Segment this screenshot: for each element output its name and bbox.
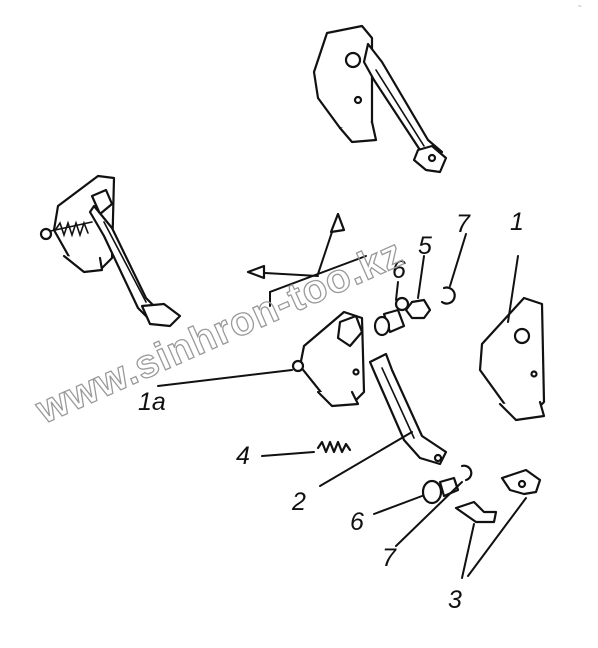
callout-6-top: 6 bbox=[392, 256, 406, 284]
arrow-up-head bbox=[329, 212, 346, 234]
leader-6-bottom bbox=[373, 495, 423, 515]
leader-4 bbox=[261, 451, 315, 457]
callout-7-bottom: 7 bbox=[382, 544, 397, 572]
top-bracket-rivet bbox=[353, 95, 363, 105]
loose-lever-slot bbox=[381, 367, 415, 439]
top-lever-slot bbox=[375, 69, 425, 147]
arrow-stem bbox=[269, 255, 367, 307]
assembly-arrows bbox=[246, 212, 367, 307]
top-lever-pin bbox=[427, 153, 437, 163]
nut-5 bbox=[404, 298, 432, 320]
leader-3a bbox=[461, 523, 475, 579]
callout-3: 3 bbox=[448, 586, 462, 614]
callout-1: 1 bbox=[510, 208, 524, 236]
left-bracket-block bbox=[90, 188, 114, 216]
center-bracket-rivet bbox=[352, 368, 360, 376]
arrow-left-head bbox=[246, 264, 266, 280]
bolt-top-head bbox=[373, 315, 391, 337]
callout-4: 4 bbox=[236, 442, 250, 470]
left-spring-end bbox=[39, 227, 53, 241]
clip-3-left bbox=[454, 500, 498, 524]
right-bracket-foot bbox=[498, 400, 546, 422]
center-bracket-foot bbox=[316, 390, 360, 408]
loose-lever-body bbox=[368, 352, 448, 466]
bolt-bottom-head bbox=[421, 479, 443, 505]
callout-1a: 1a bbox=[138, 388, 166, 416]
washer-top bbox=[394, 296, 410, 312]
spring-4 bbox=[316, 440, 352, 454]
left-lever-slot bbox=[103, 221, 147, 303]
loose-lever-hole bbox=[433, 453, 443, 463]
callout-5: 5 bbox=[418, 232, 432, 260]
leader-1a bbox=[157, 369, 293, 387]
right-bracket-hole bbox=[513, 327, 531, 345]
leader-3b bbox=[467, 497, 527, 577]
hardware bbox=[316, 286, 542, 524]
leader-2 bbox=[319, 431, 413, 487]
top-lever bbox=[362, 42, 444, 162]
left-lever-clip bbox=[140, 302, 182, 328]
leader-7-top bbox=[449, 233, 467, 287]
top-bracket-plate bbox=[312, 24, 374, 134]
callout-7-top: 7 bbox=[456, 210, 471, 238]
clip-7-top bbox=[440, 286, 456, 305]
right-bracket bbox=[478, 296, 546, 422]
leader-5 bbox=[417, 255, 425, 299]
center-bracket-tab bbox=[291, 359, 305, 373]
callout-6-bottom: 6 bbox=[350, 508, 364, 536]
left-bracket-foot bbox=[62, 254, 104, 274]
right-bracket-rivet bbox=[530, 370, 538, 378]
clip-7-bottom bbox=[460, 464, 473, 482]
clip-3-right-hole bbox=[517, 479, 527, 489]
loose-lever bbox=[368, 352, 448, 466]
callouts: 1 1a 2 3 4 5 6 6 7 7 bbox=[138, 208, 524, 614]
top-bracket-hole bbox=[344, 51, 362, 69]
right-bracket-plate bbox=[478, 296, 546, 416]
corner-mark: ~ bbox=[578, 4, 582, 10]
center-bracket-block bbox=[336, 314, 364, 348]
left-bracket-assembly bbox=[39, 174, 182, 328]
top-bracket-foot bbox=[338, 120, 378, 144]
callout-2: 2 bbox=[291, 488, 306, 516]
leader-1 bbox=[507, 255, 519, 323]
leader-6-top bbox=[395, 281, 399, 301]
center-bracket bbox=[291, 310, 366, 408]
top-bracket-assembly bbox=[312, 24, 448, 174]
leader-lines bbox=[157, 233, 527, 579]
left-spring bbox=[55, 220, 89, 238]
leader-7-bottom bbox=[395, 481, 463, 547]
